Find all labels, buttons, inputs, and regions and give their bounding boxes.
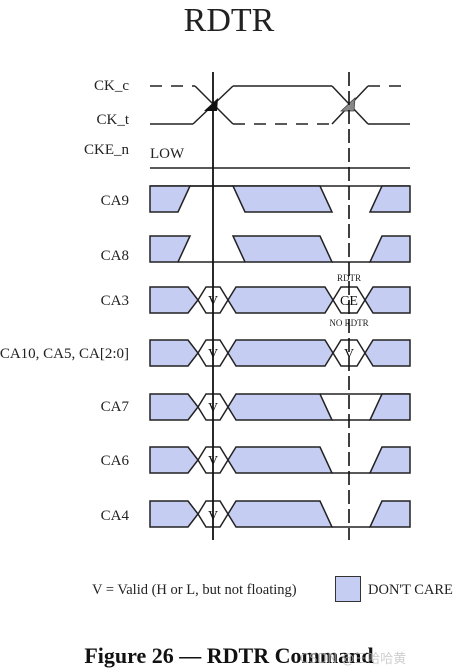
legend-dont-care-text: DON'T CARE bbox=[368, 582, 453, 598]
label-ca3: CA3 bbox=[101, 293, 129, 309]
ca10-waveform bbox=[149, 339, 411, 367]
ca10-valid-label-2: V bbox=[344, 347, 354, 362]
label-ca7: CA7 bbox=[101, 399, 130, 415]
watermark: CSDN @三哈哈黄 bbox=[300, 652, 407, 667]
ca6-waveform bbox=[149, 446, 411, 474]
legend-valid-text: V = Valid (H or L, but not floating) bbox=[92, 582, 297, 598]
figure-caption: Figure 26 — RDTR Command bbox=[84, 643, 374, 668]
label-ca9: CA9 bbox=[101, 193, 129, 209]
label-ca8: CA8 bbox=[101, 248, 129, 264]
label-ca10-ca5-ca2-0: CA10, CA5, CA[2:0] bbox=[0, 346, 129, 362]
ca9-waveform bbox=[149, 185, 411, 213]
label-cke-n: CKE_n bbox=[84, 142, 130, 158]
ck-t-waveform bbox=[150, 85, 410, 125]
ca7-waveform bbox=[149, 393, 411, 421]
ca3-waveform bbox=[149, 286, 411, 314]
ca4-waveform bbox=[149, 500, 411, 528]
ck-c-waveform bbox=[150, 85, 410, 125]
ca8-waveform bbox=[149, 235, 411, 263]
rdtr-annotation: RDTR bbox=[337, 273, 361, 283]
page-title: RDTR bbox=[183, 2, 275, 39]
label-ck-t: CK_t bbox=[96, 112, 129, 128]
clock-edge-marker-2 bbox=[339, 97, 356, 112]
label-ck-c: CK_c bbox=[94, 78, 129, 94]
label-ca6: CA6 bbox=[101, 453, 130, 469]
clock-edge-marker-1 bbox=[204, 98, 218, 111]
cke-level-low: LOW bbox=[150, 146, 185, 162]
legend-dont-care-swatch bbox=[335, 576, 361, 602]
label-ca4: CA4 bbox=[101, 508, 130, 524]
